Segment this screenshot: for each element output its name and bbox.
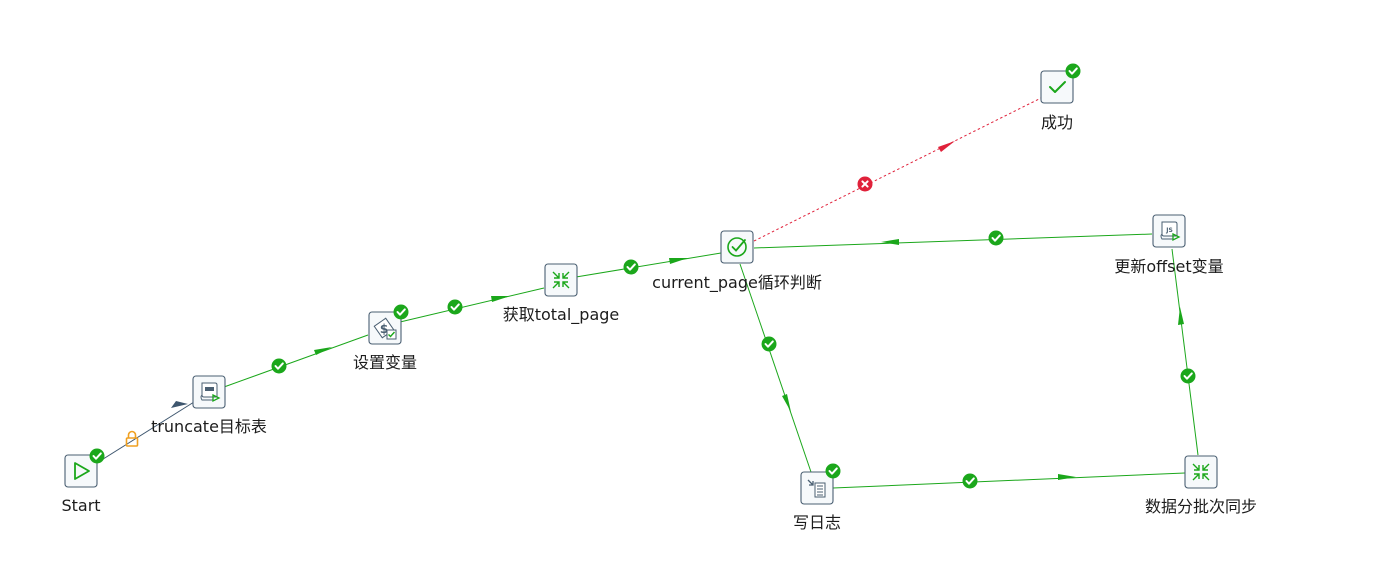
- hop-loopcheck-success[interactable]: [753, 97, 1042, 242]
- node-box: [1040, 70, 1074, 104]
- node-write-log[interactable]: [800, 463, 841, 505]
- success-badge-icon: [962, 473, 978, 489]
- success-badge-icon: [271, 358, 287, 374]
- success-badge-icon: [393, 304, 409, 320]
- lock-icon: [125, 430, 139, 447]
- node-label-start: Start: [61, 496, 100, 515]
- success-badge-icon: [1065, 63, 1081, 79]
- success-badge-icon: [623, 259, 639, 275]
- success-badge-icon: [1180, 368, 1196, 384]
- hop-loopcheck-writelog[interactable]: [739, 263, 812, 473]
- node-set-var[interactable]: $: [368, 304, 409, 345]
- log-file-icon: [807, 479, 826, 498]
- node-label-update-offset: 更新offset变量: [1114, 257, 1223, 276]
- variable-icon: $: [373, 317, 397, 340]
- checkmark-icon: [1049, 81, 1066, 93]
- hop-gettotal-loopcheck[interactable]: [575, 252, 722, 278]
- hop-arrow: [171, 401, 188, 408]
- node-success[interactable]: [1040, 63, 1081, 104]
- hop-batchsync-updateoffset[interactable]: [1171, 248, 1199, 456]
- javascript-script-icon: JS: [1160, 221, 1181, 242]
- node-label-success: 成功: [1041, 113, 1073, 132]
- node-loop-check[interactable]: [720, 230, 754, 264]
- node-box: [544, 263, 578, 297]
- node-get-total[interactable]: [544, 263, 578, 297]
- hop-updateoffset-loopcheck[interactable]: [753, 230, 1153, 249]
- node-box: [1184, 455, 1218, 489]
- success-badge-icon: [89, 448, 105, 464]
- hop-arrow: [491, 296, 510, 302]
- node-label-batch-sync: 数据分批次同步: [1145, 497, 1257, 516]
- hop-arrow: [782, 394, 791, 412]
- evaluate-check-icon: [727, 237, 747, 257]
- hop-arrow: [314, 347, 332, 355]
- collapse-arrows-icon: [1192, 463, 1210, 481]
- success-badge-icon: [761, 336, 777, 352]
- hop-start-truncate[interactable]: [99, 401, 195, 462]
- svg-text:JS: JS: [1165, 227, 1173, 234]
- hop-arrow: [1058, 474, 1076, 480]
- hop-arrow: [881, 239, 899, 245]
- node-box: [64, 454, 98, 488]
- hop-arrow: [669, 258, 688, 264]
- play-icon: [74, 462, 90, 480]
- error-badge-icon: [857, 176, 873, 192]
- node-label-truncate: truncate目标表: [151, 417, 267, 436]
- success-badge-icon: [825, 463, 841, 479]
- hop-truncate-setvar[interactable]: [223, 334, 369, 388]
- sql-script-icon: [200, 382, 221, 403]
- node-box: [720, 230, 754, 264]
- hop-arrow: [1178, 307, 1184, 325]
- hop-arrow: [938, 141, 955, 152]
- success-badge-icon: [447, 299, 463, 315]
- node-batch-sync[interactable]: [1184, 455, 1218, 489]
- svg-text:$: $: [380, 322, 388, 336]
- node-truncate[interactable]: [192, 375, 226, 409]
- hop-writelog-batchsync[interactable]: [832, 472, 1186, 489]
- node-update-offset[interactable]: JS: [1152, 214, 1186, 248]
- success-badge-icon: [988, 230, 1004, 246]
- node-label-loop-check: current_page循环判断: [652, 273, 822, 293]
- node-label-get-total: 获取total_page: [503, 305, 620, 325]
- node-start[interactable]: [64, 448, 105, 488]
- hop-setvar-gettotal[interactable]: [399, 287, 545, 323]
- node-label-set-var: 设置变量: [353, 353, 417, 372]
- node-label-write-log: 写日志: [793, 513, 841, 532]
- collapse-arrows-icon: [552, 271, 570, 289]
